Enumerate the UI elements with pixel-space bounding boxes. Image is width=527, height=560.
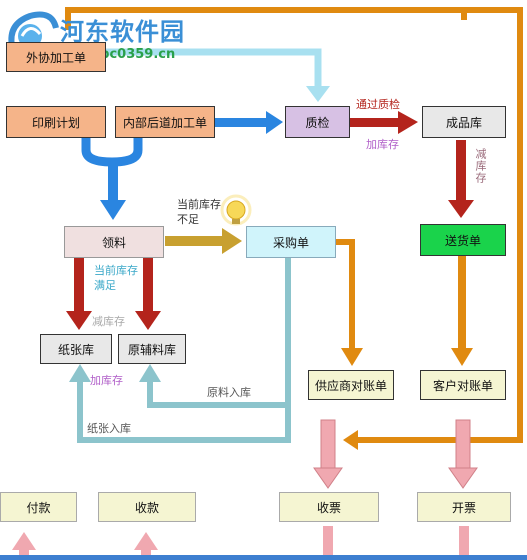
arrow-payment-up [12,532,36,550]
arrow-purchase-raw-head [139,364,161,382]
receive-invoice-box[interactable]: 收票 [279,492,379,522]
arrow-outsource-quality [106,48,322,88]
arrow-supplier-recv-head [313,467,343,489]
arrow-purchase-paper-head [69,364,91,382]
arrow-plan-material-head [100,200,126,220]
finished-stock-box[interactable]: 成品库 [422,106,506,138]
sufficient-stock-label: 当前库存满足 [94,264,138,292]
light-bulb-icon [220,194,252,226]
arrow-material-purchase-head [222,228,242,254]
watermark-title: 河东软件园 [60,17,185,46]
add-stock-label-2: 加库存 [90,374,123,387]
arrow-purchase-supplier [336,239,355,350]
print-plan-box[interactable]: 印刷计划 [6,106,106,138]
material-box[interactable]: 领料 [64,226,164,258]
arrow-material-raw-head [135,311,161,330]
issue-invoice-box[interactable]: 开票 [417,492,511,522]
delivery-box[interactable]: 送货单 [420,224,506,256]
outsource-box[interactable]: 外协加工单 [6,42,106,72]
purchase-box[interactable]: 采购单 [246,226,336,258]
internal-process-box[interactable]: 内部后道加工单 [115,106,215,138]
loop-arrow-head [343,430,358,450]
supplier-statement-box[interactable]: 供应商对账单 [308,370,394,400]
receipt-box[interactable]: 收款 [98,492,196,522]
reduce-stock-label-2: 减库存 [92,315,125,328]
quality-box[interactable]: 质检 [285,106,350,138]
arrow-material-paper-head [66,311,92,330]
reduce-stock-label-1: 减库存 [474,148,487,184]
customer-statement-box[interactable]: 客户对账单 [420,370,506,400]
paper-stock-box[interactable]: 纸张库 [40,334,112,364]
raw-stock-box[interactable]: 原辅料库 [118,334,186,364]
arrow-purchase-supplier-head [341,348,363,366]
arrow-delivery-customer-head [451,348,473,366]
arrow-purchase-raw [147,258,291,408]
arrow-outsource-quality-head [306,86,330,102]
pass-qc-label: 通过质检 [356,98,400,111]
arrow-finished-delivery-head [448,200,474,218]
arrow-receipt-up [134,532,158,550]
arrow-purchase-paper [77,380,291,443]
raw-in-label: 原料入库 [207,386,251,399]
arrow-customer-issue-head [448,467,478,489]
payment-box[interactable]: 付款 [0,492,77,522]
arrow-plan-material [81,137,143,167]
add-stock-label-1: 加库存 [366,138,399,151]
insufficient-stock-label: 当前库存不足 [177,198,221,226]
arrow-internal-quality-head [266,111,283,134]
paper-in-label: 纸张入库 [87,422,131,435]
arrow-quality-finished-head [398,111,418,134]
